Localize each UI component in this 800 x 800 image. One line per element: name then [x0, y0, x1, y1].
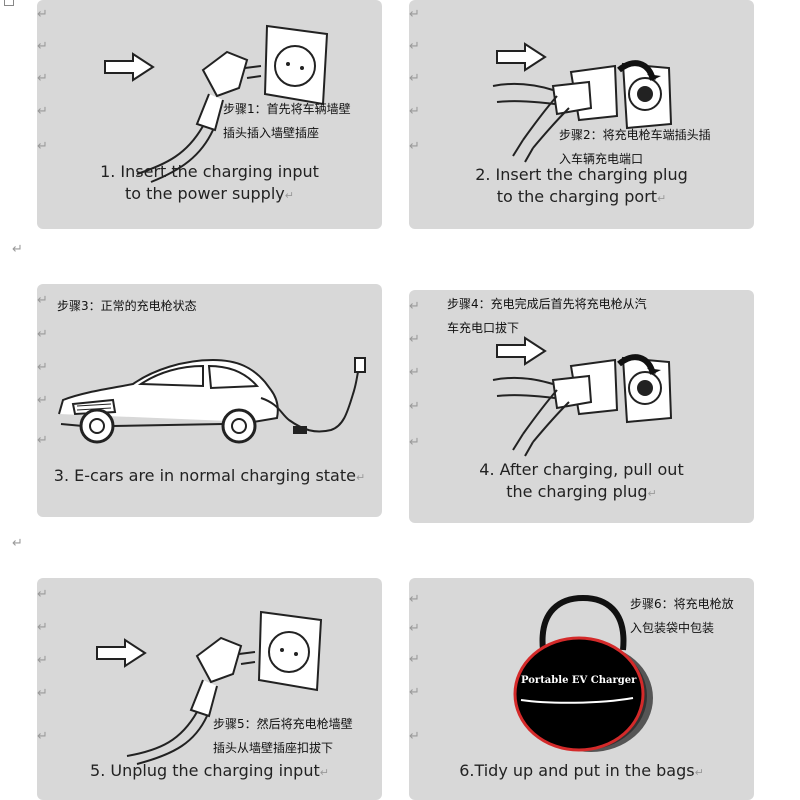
paragraph-mark: ↵ [409, 139, 420, 154]
arrow-right-icon [96, 638, 147, 668]
paragraph-mark: ↵ [37, 104, 48, 119]
step-6-chinese-note: 步骤6：将充电枪放 入包装袋中包装 [630, 597, 734, 635]
step-6-card: ↵ ↵ ↵ ↵ ↵ Portable EV Charger 步骤6：将充电枪放 … [409, 578, 754, 800]
step-2-card: ↵ ↵ ↵ ↵ ↵ 步骤2：将充电枪车端插头插 入车辆充电端口 2. Inser… [409, 0, 754, 229]
charger-bag-illustration [513, 594, 653, 752]
step-2-chinese-note: 步骤2：将充电枪车端插头插 入车辆充电端口 [559, 128, 711, 166]
paragraph-mark: ↵ [12, 536, 23, 551]
step-3-caption: 3. E-cars are in normal charging state↵ [53, 466, 366, 485]
step-3-chinese-note: 步骤3：正常的充电枪状态 [57, 299, 197, 313]
paragraph-mark: ↵ [37, 7, 48, 22]
paragraph-mark: ↵ [409, 71, 420, 86]
paragraph-mark: ↵ [409, 104, 420, 119]
step-1-chinese-note: 步骤1：首先将车辆墙壁 插头插入墙壁插座 [223, 102, 351, 140]
paragraph-mark: ↵ [37, 433, 48, 448]
wall-plug-illustration [126, 610, 323, 765]
step-6-caption: 6.Tidy up and put in the bags↵ [459, 761, 704, 780]
paragraph-mark: ↵ [37, 293, 48, 308]
paragraph-mark: ↵ [409, 652, 420, 667]
bag-brand-label: Portable EV Charger [521, 675, 637, 686]
page-corner-mark [4, 0, 14, 6]
car-charging-illustration [58, 357, 366, 444]
paragraph-mark: ↵ [37, 39, 48, 54]
step-4-caption: 4. After charging, pull out the charging… [479, 460, 684, 501]
step-4-card: ↵ ↵ ↵ ↵ ↵ 步骤4：充电完成后首先将充电枪从汽 车充电口拔下 4. Af… [409, 290, 754, 523]
step-5-caption: 5. Unplug the charging input↵ [90, 761, 329, 780]
paragraph-mark: ↵ [37, 653, 48, 668]
paragraph-mark: ↵ [37, 393, 48, 408]
arrow-right-icon [104, 52, 155, 82]
paragraph-mark: ↵ [12, 242, 23, 257]
paragraph-mark: ↵ [409, 685, 420, 700]
step-5-card: ↵ ↵ ↵ ↵ ↵ 步骤5：然后将充电枪墙壁 插头从墙壁插座扣拔下 5. Unp… [37, 578, 382, 800]
paragraph-mark: ↵ [37, 360, 48, 375]
paragraph-mark: ↵ [409, 399, 420, 414]
step-4-chinese-note: 步骤4：充电完成后首先将充电枪从汽 车充电口拔下 [447, 297, 647, 335]
paragraph-mark: ↵ [409, 7, 420, 22]
paragraph-mark: ↵ [37, 139, 48, 154]
paragraph-mark: ↵ [409, 621, 420, 636]
arrow-right-icon [496, 336, 547, 366]
paragraph-mark: ↵ [409, 365, 420, 380]
paragraph-mark: ↵ [409, 592, 420, 607]
step-2-caption: 2. Insert the charging plug to the charg… [475, 165, 688, 206]
paragraph-mark: ↵ [37, 620, 48, 635]
step-1-caption: 1. Insert the charging input to the powe… [100, 162, 319, 203]
paragraph-mark: ↵ [409, 39, 420, 54]
charging-port-illustration [492, 60, 673, 163]
paragraph-mark: ↵ [37, 686, 48, 701]
step-5-chinese-note: 步骤5：然后将充电枪墙壁 插头从墙壁插座扣拔下 [213, 717, 353, 755]
step-3-card: ↵ ↵ ↵ ↵ ↵ 步骤3：正常的充电枪状态 3. E-cars are in … [37, 284, 382, 517]
paragraph-mark: ↵ [37, 327, 48, 342]
paragraph-mark: ↵ [37, 729, 48, 744]
paragraph-mark: ↵ [409, 729, 420, 744]
paragraph-mark: ↵ [37, 587, 48, 602]
paragraph-mark: ↵ [409, 299, 420, 314]
paragraph-mark: ↵ [409, 332, 420, 347]
step-1-card: ↵ ↵ ↵ ↵ ↵ 步骤1：首先将车辆墙壁 插头插入墙壁插座 1. Insert… [37, 0, 382, 229]
charging-port-illustration [492, 354, 673, 457]
paragraph-mark: ↵ [409, 435, 420, 450]
paragraph-mark: ↵ [37, 71, 48, 86]
arrow-right-icon [496, 42, 547, 72]
wall-plug-illustration [136, 24, 329, 183]
